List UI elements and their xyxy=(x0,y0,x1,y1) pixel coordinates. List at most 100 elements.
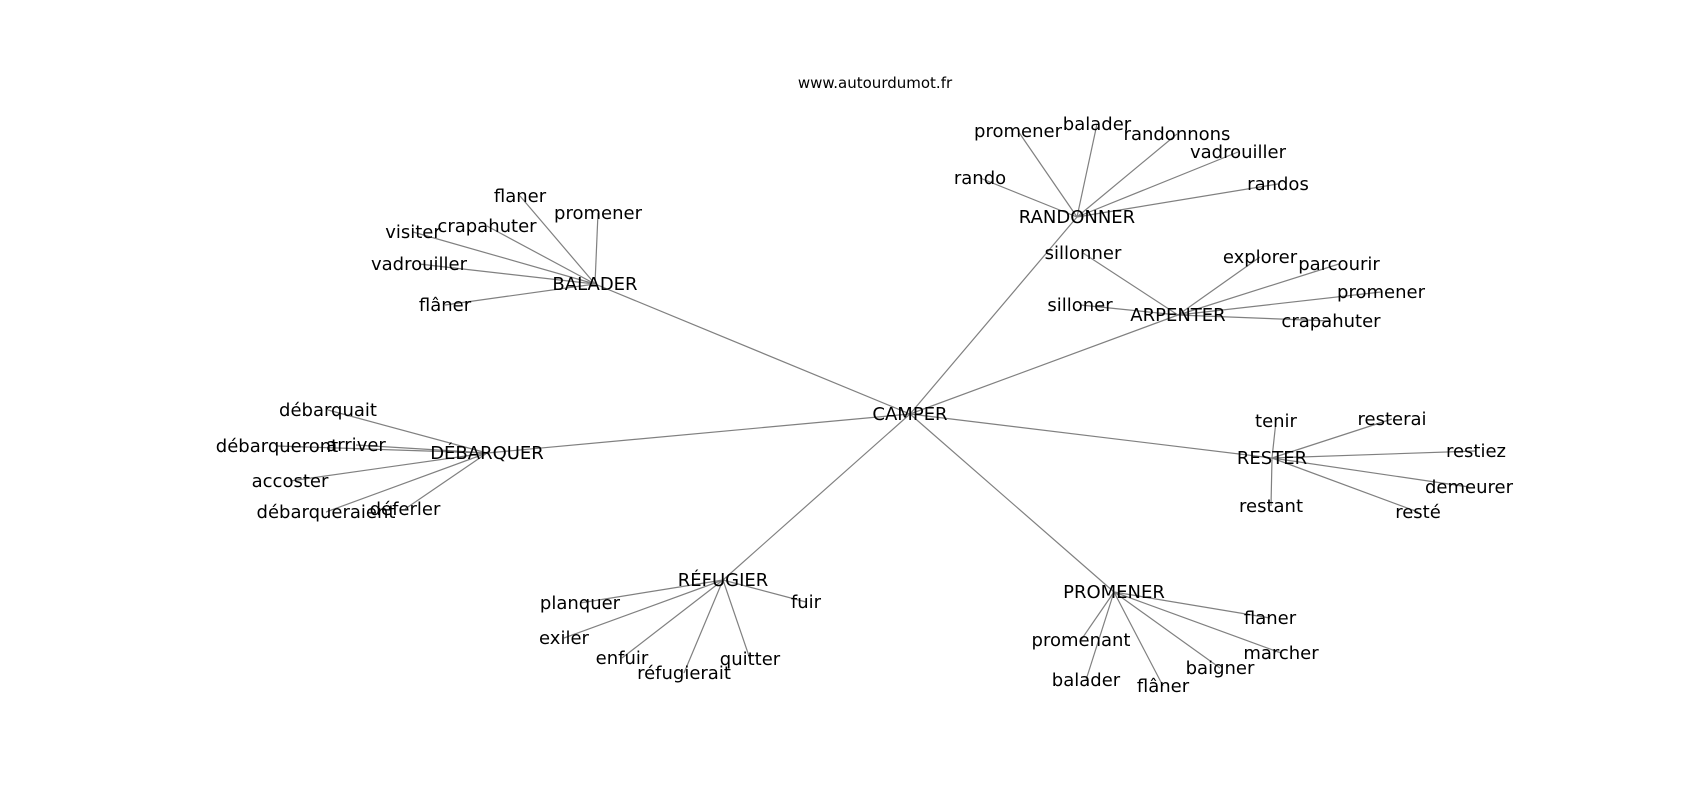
word-node-label: flâner xyxy=(419,295,472,316)
edge-hub-word xyxy=(1079,304,1179,316)
word-node-label: débarqueraient xyxy=(257,502,396,523)
graph-edges xyxy=(276,123,1477,687)
edge-hub-word xyxy=(1270,457,1273,507)
word-node-label: déferler xyxy=(370,499,441,520)
edge-hub-word xyxy=(1177,314,1332,322)
word-node-label: demeurer xyxy=(1425,477,1514,498)
edge-hub-word xyxy=(979,177,1078,218)
edge-hub-word xyxy=(1271,418,1393,459)
edge-hub-word xyxy=(1271,450,1477,459)
edge-hub-word xyxy=(1113,591,1221,669)
word-node-label: flaner xyxy=(494,186,547,207)
edge-hub-word xyxy=(519,195,596,285)
word-node-label: randonnons xyxy=(1124,124,1231,145)
edge-hub-word xyxy=(1076,151,1239,218)
hub-node-label: DÉBARQUER xyxy=(430,442,544,464)
word-node-label: arriver xyxy=(326,435,386,456)
edge-hub-word xyxy=(579,579,724,604)
edge-hub-word xyxy=(355,444,488,454)
word-node-label: promenant xyxy=(1032,630,1131,651)
word-node-label: silloner xyxy=(1047,295,1113,316)
word-node-label: randos xyxy=(1247,174,1309,195)
word-node-label: promener xyxy=(1337,282,1426,303)
word-node-label: exiler xyxy=(539,628,589,649)
word-node-label: promener xyxy=(974,121,1063,142)
edge-center-hub xyxy=(909,216,1078,415)
edge-hub-word xyxy=(444,283,596,306)
edge-hub-word xyxy=(563,579,724,639)
edge-hub-word xyxy=(1082,252,1179,316)
edge-hub-word xyxy=(412,231,596,285)
edge-hub-word xyxy=(325,452,488,513)
edge-hub-word xyxy=(1271,457,1470,488)
word-node-label: baigner xyxy=(1186,658,1255,679)
graph-labels: CAMPERBALADERflanerpromenervisitercrapah… xyxy=(216,114,1514,697)
edge-hub-word xyxy=(1271,457,1419,513)
word-node-label: crapahuter xyxy=(1281,311,1381,332)
edge-center-hub xyxy=(909,314,1179,415)
word-node-label: visiter xyxy=(385,222,441,243)
edge-hub-word xyxy=(1113,591,1164,687)
edge-hub-word xyxy=(722,579,751,660)
center-node-label: CAMPER xyxy=(872,404,947,425)
edge-hub-word xyxy=(594,212,599,285)
edge-hub-word xyxy=(722,579,807,603)
word-node-label: fuir xyxy=(791,592,822,613)
edge-center-hub xyxy=(722,413,911,581)
edge-hub-word xyxy=(1076,123,1098,218)
word-node-label: débarquait xyxy=(279,400,377,421)
word-node-label: quitter xyxy=(720,649,781,670)
word-node-label: débarqueront xyxy=(216,436,338,457)
word-node-label: flâner xyxy=(1137,676,1190,697)
edge-hub-word xyxy=(1177,291,1382,316)
edge-center-hub xyxy=(909,413,1115,593)
word-node-label: rando xyxy=(954,168,1006,189)
word-node-label: parcourir xyxy=(1298,254,1380,275)
edge-hub-word xyxy=(327,409,488,454)
edge-hub-word xyxy=(1113,591,1282,654)
word-node-label: planquer xyxy=(540,593,621,614)
word-node-label: accoster xyxy=(252,471,329,492)
word-node-label: enfuir xyxy=(596,648,649,669)
word-node-label: restant xyxy=(1239,496,1303,517)
hub-node-label: ARPENTER xyxy=(1130,305,1225,326)
edge-hub-word xyxy=(1271,420,1277,459)
edge-hub-word xyxy=(1085,591,1115,681)
edge-hub-word xyxy=(276,445,488,454)
word-node-label: balader xyxy=(1052,670,1121,691)
word-node-label: crapahuter xyxy=(437,216,537,237)
edge-hub-word xyxy=(683,579,724,674)
edge-hub-word xyxy=(418,263,596,285)
edge-hub-word xyxy=(1177,256,1261,316)
edge-hub-word xyxy=(289,452,488,482)
word-node-label: restiez xyxy=(1446,441,1506,462)
word-node-label: vadrouiller xyxy=(1190,142,1287,163)
edge-center-hub xyxy=(909,413,1273,459)
word-node-label: balader xyxy=(1063,114,1132,135)
edge-hub-word xyxy=(1017,130,1078,218)
word-node-label: réfugierait xyxy=(637,663,731,684)
hub-node-label: RANDONNER xyxy=(1019,207,1135,228)
word-node-label: marcher xyxy=(1243,643,1319,664)
source-label: www.autourdumot.fr xyxy=(798,74,953,92)
word-node-label: tenir xyxy=(1255,411,1298,432)
hub-node-label: PROMENER xyxy=(1063,582,1165,603)
edge-hub-word xyxy=(1080,591,1115,641)
edge-hub-word xyxy=(404,452,488,510)
edge-hub-word xyxy=(1076,183,1279,218)
word-node-label: resterai xyxy=(1357,409,1426,430)
word-node-label: flaner xyxy=(1244,608,1297,629)
word-node-label: vadrouiller xyxy=(371,254,468,275)
edge-hub-word xyxy=(1113,591,1271,619)
hub-node-label: RÉFUGIER xyxy=(678,569,769,591)
word-node-label: explorer xyxy=(1223,247,1298,268)
edge-hub-word xyxy=(621,579,724,659)
hub-node-label: RESTER xyxy=(1237,448,1307,469)
edge-hub-word xyxy=(1076,133,1178,218)
edge-hub-word xyxy=(486,225,596,285)
word-node-label: sillonner xyxy=(1045,243,1122,264)
edge-center-hub xyxy=(594,283,911,415)
word-node-label: resté xyxy=(1395,502,1441,523)
edge-center-hub xyxy=(486,413,911,454)
